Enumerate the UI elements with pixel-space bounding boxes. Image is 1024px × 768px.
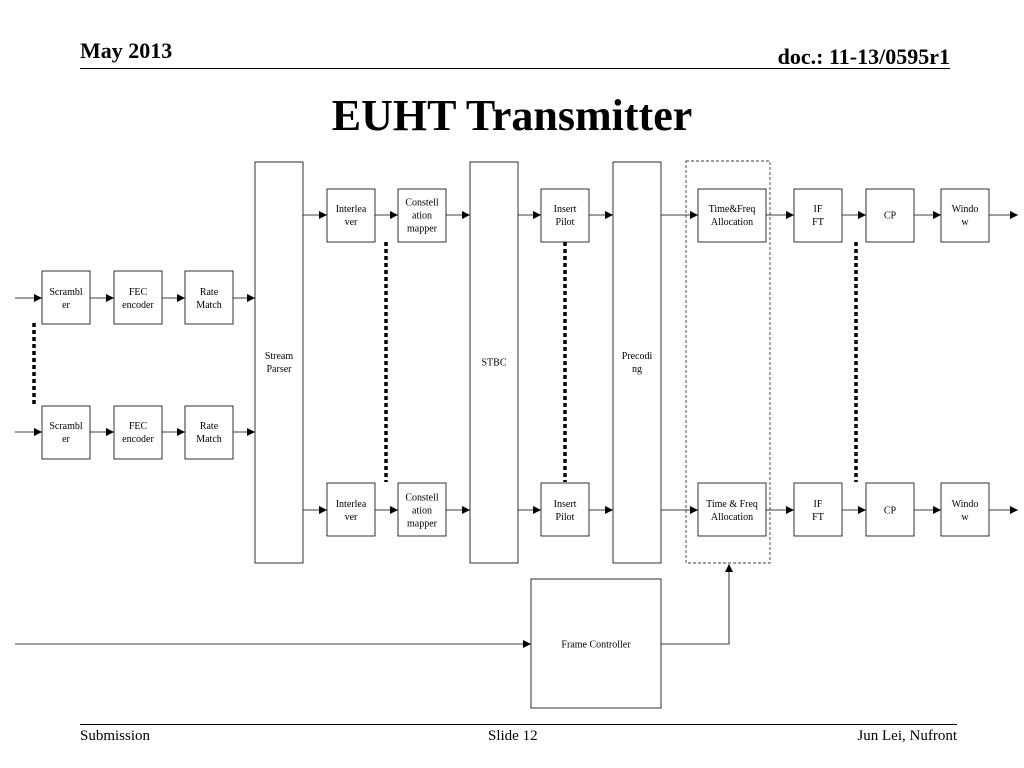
- ifft-block-2: [793, 482, 843, 537]
- label-frame-controller: Frame Controller: [561, 640, 631, 651]
- footer-author: Jun Lei, Nufront: [857, 728, 957, 744]
- rate-match-block-1: [184, 270, 234, 325]
- slide-title: EUHT Transmitter: [331, 91, 693, 140]
- insert-pilot-block-2: [540, 482, 590, 537]
- header-date: May 2013: [80, 38, 173, 63]
- header-doc-number: doc.: 11-13/0595r1: [777, 44, 950, 69]
- footer-slide-number: Slide 12: [488, 728, 538, 744]
- time-freq-allocation-block-1: [697, 188, 767, 243]
- constellation-mapper-block-1: [397, 188, 447, 243]
- label-cp-2: CP: [884, 506, 897, 517]
- window-block-2: [940, 482, 990, 537]
- ifft-block-1: [793, 188, 843, 243]
- window-block-1: [940, 188, 990, 243]
- fec-encoder-block-2: [113, 405, 163, 460]
- insert-pilot-block-1: [540, 188, 590, 243]
- footer-submission: Submission: [80, 728, 151, 744]
- cp-block-1: [865, 188, 915, 243]
- rate-match-block-2: [184, 405, 234, 460]
- interleaver-block-1: [326, 188, 376, 243]
- label-cp-1: CP: [884, 211, 897, 222]
- precoding-block: [612, 161, 662, 564]
- allocation-region: [685, 160, 771, 564]
- stream-parser-block: [254, 161, 304, 564]
- arrow-frame-controller-allocation: [661, 564, 733, 645]
- scrambler-block-2: [41, 405, 91, 460]
- stbc-block: [469, 161, 519, 564]
- frame-controller-block: [530, 578, 662, 709]
- label-stbc: STBC: [481, 358, 506, 369]
- constellation-mapper-block-2: [397, 482, 447, 537]
- scrambler-block-1: [41, 270, 91, 325]
- interleaver-block-2: [326, 482, 376, 537]
- cp-block-2: [865, 482, 915, 537]
- fec-encoder-block-1: [113, 270, 163, 325]
- footer-divider: [80, 724, 957, 725]
- header-divider: [80, 68, 950, 69]
- time-freq-allocation-block-2: [697, 482, 767, 537]
